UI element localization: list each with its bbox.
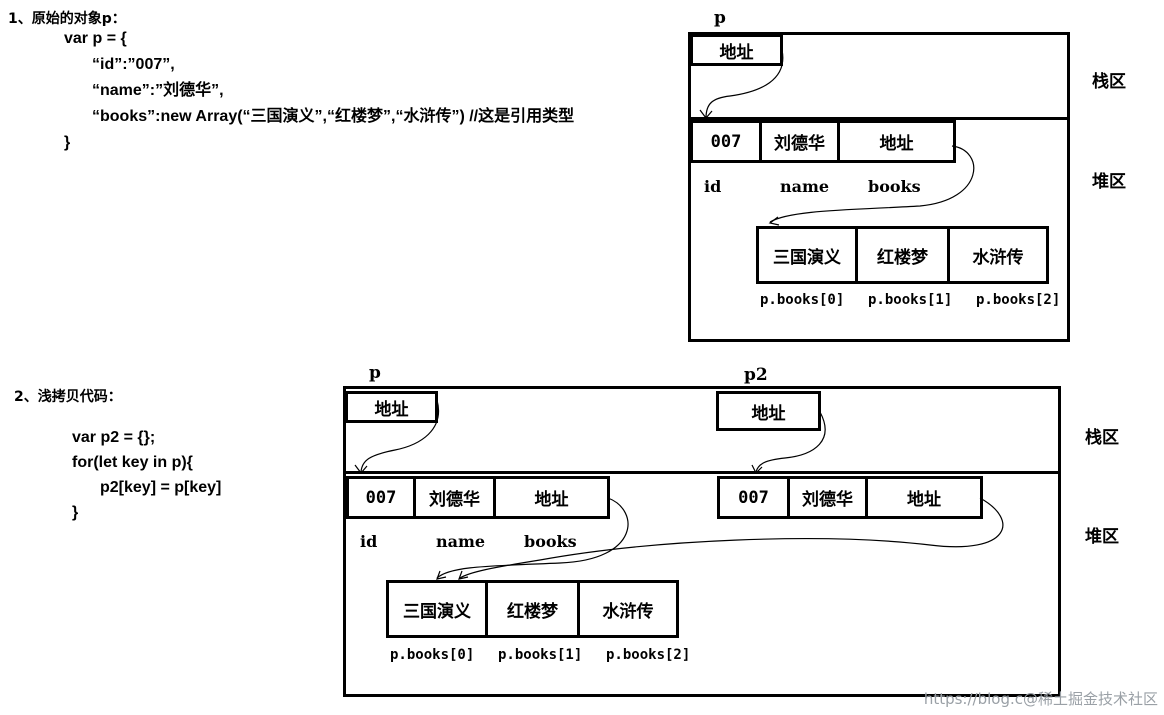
field-id-label: id bbox=[360, 532, 378, 551]
field-name-label: name bbox=[780, 177, 830, 196]
array-cell: 红楼梦 bbox=[855, 226, 950, 284]
code-line: var p2 = {}; bbox=[72, 429, 156, 446]
arrowhead bbox=[751, 464, 763, 475]
heap-books-address-cell-p2: 地址 bbox=[865, 476, 983, 519]
stack-address-cell: 地址 bbox=[690, 34, 783, 66]
array-cell: 水浒传 bbox=[577, 580, 679, 638]
heap-area-label: 堆区 bbox=[1092, 172, 1126, 192]
var-p2-label: p2 bbox=[744, 365, 768, 385]
heap-id-cell: 007 bbox=[690, 120, 762, 163]
stack-area-label: 栈区 bbox=[1092, 72, 1126, 92]
var-p-label: p bbox=[714, 8, 726, 28]
arrow-p2-stack-to-heap bbox=[755, 411, 826, 473]
stack-heap-divider-2 bbox=[343, 471, 1061, 474]
heap-books-address-cell: 地址 bbox=[837, 120, 956, 163]
code-line: “books”:new Array(“三国演义”,“红楼梦”,“水浒传”) //… bbox=[92, 108, 575, 125]
section2-title: 2、浅拷贝代码： bbox=[14, 389, 122, 405]
heap-name-cell: 刘德华 bbox=[759, 120, 840, 163]
code-line: “id”:”007”, bbox=[92, 56, 175, 73]
arrowhead bbox=[354, 464, 368, 474]
code-line: } bbox=[64, 134, 71, 151]
arrow-stack-to-heap bbox=[705, 49, 784, 119]
array-index-label: p.books[1] bbox=[498, 647, 583, 663]
array-cell: 三国演义 bbox=[386, 580, 488, 638]
field-books-label: books bbox=[868, 177, 921, 196]
heap-area-label: 堆区 bbox=[1085, 527, 1119, 547]
array-index-label: p.books[2] bbox=[606, 647, 691, 663]
arrowhead bbox=[768, 216, 780, 226]
stack-address-cell-p2: 地址 bbox=[716, 391, 821, 431]
section1-code: var p = { “id”:”007”, “name”:”刘德华”, “boo… bbox=[64, 26, 574, 156]
array-index-label: p.books[2] bbox=[976, 292, 1061, 308]
stack-heap-divider-1 bbox=[688, 117, 1070, 120]
arrow-p-stack-to-heap bbox=[360, 399, 440, 473]
array-cell: 水浒传 bbox=[947, 226, 1049, 284]
code-line: } bbox=[72, 504, 79, 521]
watermark-text: https://blog.c@稀土掘金技术社区 bbox=[923, 690, 1158, 708]
var-p-label: p bbox=[369, 363, 381, 383]
array-index-label: p.books[1] bbox=[868, 292, 953, 308]
arrowhead bbox=[699, 109, 713, 119]
array-cell: 三国演义 bbox=[756, 226, 858, 284]
array-index-label: p.books[0] bbox=[390, 647, 475, 663]
field-name-label: name bbox=[436, 532, 486, 551]
field-books-label: books bbox=[524, 532, 577, 551]
section2-code: var p2 = {}; for(let key in p){ p2[key] … bbox=[72, 425, 221, 525]
code-line: “name”:”刘德华”, bbox=[92, 82, 224, 99]
array-index-label: p.books[0] bbox=[760, 292, 845, 308]
section1-title: 1、原始的对象p： bbox=[8, 11, 126, 27]
code-line: var p = { bbox=[64, 30, 127, 47]
arrow-books-to-array bbox=[769, 145, 975, 223]
memory-frame-2 bbox=[343, 386, 1061, 697]
field-id-label: id bbox=[704, 177, 722, 196]
heap-name-cell: 刘德华 bbox=[413, 476, 496, 519]
code-line: p2[key] = p[key] bbox=[100, 479, 222, 496]
arrowhead bbox=[436, 570, 447, 580]
stack-area-label: 栈区 bbox=[1085, 428, 1119, 448]
arrow-p2-books-to-array bbox=[459, 497, 1004, 579]
stack-address-cell: 地址 bbox=[345, 391, 438, 423]
arrowhead bbox=[458, 570, 469, 580]
code-line: for(let key in p){ bbox=[72, 454, 193, 471]
memory-frame-1 bbox=[688, 32, 1070, 342]
heap-books-address-cell: 地址 bbox=[493, 476, 610, 519]
arrow-p-books-to-array bbox=[436, 497, 629, 579]
